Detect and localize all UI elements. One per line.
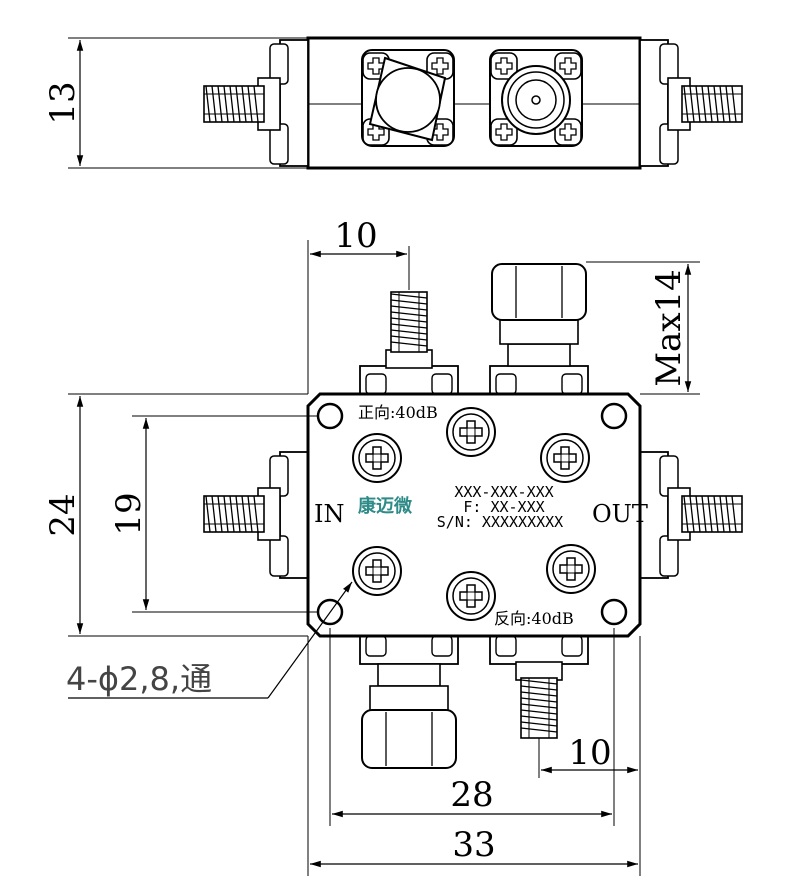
screw (446, 571, 496, 621)
dim-overall-height: 24 (43, 493, 83, 536)
connector-left (203, 451, 309, 579)
mounting-hole (600, 598, 628, 626)
screw (352, 546, 402, 596)
screw (446, 407, 496, 457)
serial-number: S/N: XXXXXXXXX (437, 513, 563, 531)
connector-top-left (359, 291, 459, 395)
dim-top-height: 13 (43, 81, 83, 124)
screw (540, 433, 590, 483)
dim-overall-width: 33 (452, 825, 495, 865)
dim-hole-pitch-vertical: 19 (109, 492, 149, 535)
screw (546, 544, 596, 594)
screw (352, 433, 402, 483)
connector-bottom-right (489, 635, 589, 739)
output-port-label: OUT (592, 500, 648, 528)
front-view: 正向:40dB 反向:40dB IN OUT 康迈微 XXX-XXX-XXX F… (43, 216, 743, 876)
part-number: XXX-XXX-XXX (454, 483, 553, 501)
dim-left-offset: 10 (334, 216, 377, 256)
dim-hole-pitch-horizontal: 28 (450, 775, 493, 815)
top-view: 13 (43, 36, 743, 170)
dim-right-offset: 10 (568, 733, 611, 773)
frequency-marking: F: XX-XXX (463, 498, 544, 516)
mounting-hole (316, 402, 344, 430)
forward-coupling-label: 正向:40dB (358, 403, 438, 422)
hole-callout: 4-ϕ2,8,通 (66, 660, 212, 698)
connector-right (639, 451, 743, 579)
top-view-body (306, 36, 642, 170)
connector-bottom-left (359, 635, 459, 769)
dim-max-height: Max14 (649, 269, 689, 387)
mounting-hole (600, 402, 628, 430)
connector-top-right (489, 263, 589, 395)
brand-logo: 康迈微 (358, 495, 412, 517)
reverse-coupling-label: 反向:40dB (494, 609, 574, 628)
input-port-label: IN (314, 500, 344, 528)
